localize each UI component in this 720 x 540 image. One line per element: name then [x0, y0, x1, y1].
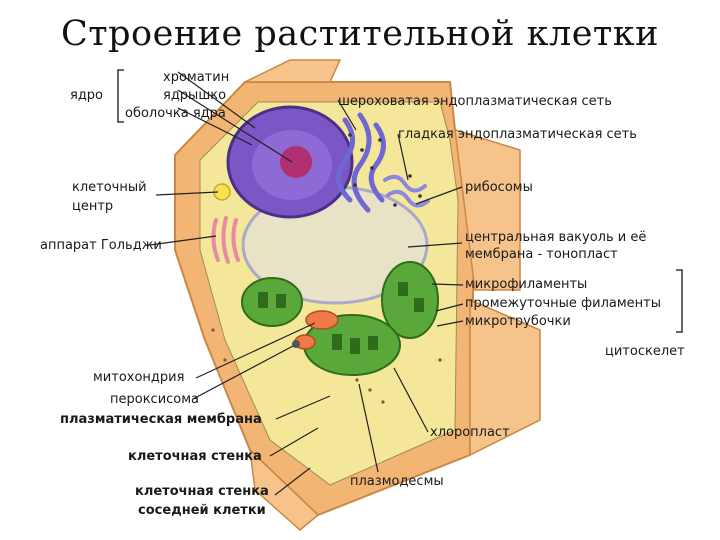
label-intermediate-filaments: промежуточные филаменты [465, 296, 661, 311]
nucleus [228, 107, 352, 217]
label-neighbor-cell-wall: клеточная стенка соседней клетки [135, 482, 269, 520]
label-chloroplast: хлоропласт [430, 425, 510, 440]
label-smooth-er: гладкая эндоплазматическая сеть [398, 127, 637, 142]
nucleolus [280, 146, 312, 178]
chloroplast [242, 278, 302, 326]
label-vacuole: центральная вакуоль и её мембрана - тоно… [465, 229, 646, 263]
label-chromatin: хроматин [163, 70, 229, 85]
label-rough-er: шероховатая эндоплазматическая сеть [338, 94, 612, 109]
label-cell-wall: клеточная стенка [128, 449, 262, 464]
label-cytoskeleton: цитоскелет [605, 344, 685, 359]
bracket-nucleus [118, 70, 124, 122]
label-nucleus: ядро [70, 88, 103, 103]
label-ribosomes: рибосомы [465, 180, 533, 195]
label-mitochondria: митохондрия [93, 370, 184, 385]
peroxisome [292, 340, 300, 348]
label-peroxisome: пероксисома [110, 392, 199, 407]
label-nucleolus: ядрышко [163, 88, 226, 103]
label-nuclear-envelope: оболочка ядра [125, 106, 226, 121]
bracket-cytoskeleton [676, 270, 682, 332]
label-plasmodesmata: плазмодесмы [350, 474, 444, 489]
label-golgi: аппарат Гольджи [40, 238, 162, 253]
label-centrosome: клеточный центр [72, 178, 147, 216]
label-microtubules: микротрубочки [465, 314, 571, 329]
label-microfilaments: микрофиламенты [465, 277, 587, 292]
label-plasma-membrane: плазматическая мембрана [60, 412, 262, 427]
